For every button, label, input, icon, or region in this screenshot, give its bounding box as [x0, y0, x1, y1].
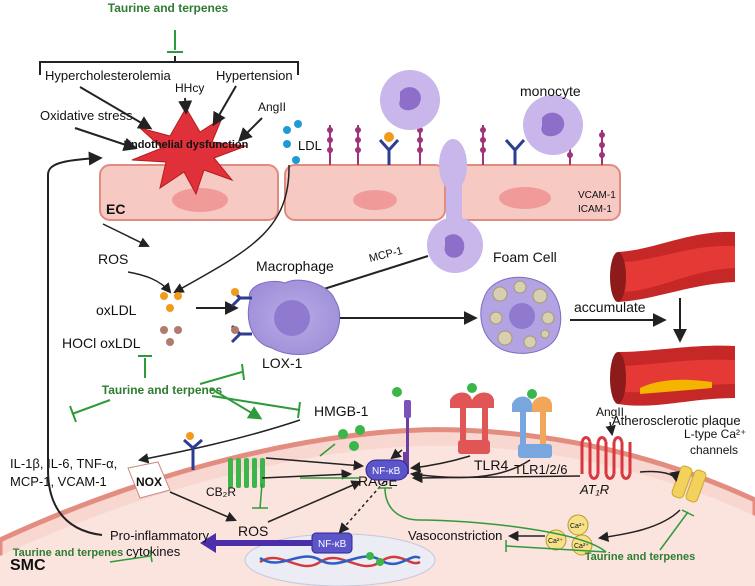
ec-label: EC: [106, 201, 125, 217]
ldl-label: LDL: [298, 138, 322, 153]
macrophage-cell: [247, 279, 341, 355]
ltype-label-2: channels: [690, 443, 738, 457]
oxidative-stress-label: Oxidative stress: [40, 108, 133, 123]
cytokines-list-1: IL-1β, IL-6, TNF-α,: [10, 456, 117, 471]
cytokines-list-2: MCP-1, VCAM-1: [10, 474, 107, 489]
ca-label-1: Ca²⁺: [570, 523, 585, 530]
endothelial-dysfunction-label: Endothelial dysfunction: [124, 139, 249, 151]
smc-label: SMC: [10, 557, 46, 574]
monocyte-cell: [380, 70, 440, 130]
inhibitor-bottom-left-1: Taurine and terpenes: [13, 547, 123, 559]
oxldl-label: oxLDL: [96, 302, 137, 318]
inhibitor-middle-label-1: Taurine and terpenes: [102, 383, 223, 397]
hypertension-label: Hypertension: [216, 68, 293, 83]
tlr4-receptor: [450, 392, 494, 454]
tlr126-label: TLR1/2/6: [514, 462, 567, 477]
at1r-receptor: [580, 436, 632, 480]
inhibitor-bottom-right-1: Taurine and terpenes: [585, 551, 695, 563]
nox-label: NOX: [136, 475, 162, 489]
endothelial-receptors: [378, 138, 526, 165]
hypercholesterolemia-label: Hypercholesterolemia: [45, 68, 171, 83]
tlr126-receptor: [512, 396, 552, 458]
angII-smc-label: AngII: [596, 405, 624, 419]
cb2r-label: CB₂R: [206, 485, 236, 499]
monocyte-label: monocyte: [520, 83, 581, 99]
ca-label-2: Ca²⁺: [548, 538, 563, 545]
lox1-smc-receptor: [183, 438, 203, 470]
healthy-artery-icon: [610, 231, 735, 302]
nox-box: [127, 461, 171, 499]
rage-receptor: [403, 400, 411, 474]
hmgb1-label: HMGB-1: [314, 403, 369, 419]
hocl-oxldl-label: HOCl oxLDL: [62, 335, 141, 351]
nfkb-cytoplasm: [365, 459, 409, 481]
ltype-label-1: L-type Ca²⁺: [684, 427, 746, 441]
ldl-particles: [283, 120, 302, 164]
transmigrating-monocyte: [427, 139, 483, 273]
hmgb1-particles: [338, 425, 365, 451]
monocyte-cell-2: [523, 95, 583, 155]
cb2r-receptor: [228, 458, 265, 488]
ca-label-3: Ca²⁺: [574, 543, 589, 550]
vasoconstriction-label: Vasoconstriction: [408, 528, 502, 543]
accumulate-label: accumulate: [574, 299, 646, 315]
inhibitor-top-label: Taurine and terpenes: [108, 1, 229, 15]
nfkb-label: NF-κB: [372, 466, 401, 477]
ltype-channel: [671, 465, 707, 503]
pro-inflammatory-label-1: Pro-inflammatory: [110, 528, 209, 543]
mcp1-label: MCP-1: [368, 245, 404, 265]
at1r-label: AT₁R: [579, 482, 609, 497]
ros-label-smc: ROS: [238, 523, 268, 539]
ros-label-top: ROS: [98, 251, 128, 267]
vcam-label: VCAM-1: [578, 190, 616, 201]
foam-cell: [480, 276, 562, 354]
lox1-label: LOX-1: [262, 355, 303, 371]
oxldl-particles: [160, 292, 182, 312]
tlr4-label: TLR4: [474, 457, 508, 473]
macrophage-label: Macrophage: [256, 258, 334, 274]
hhcy-label: HHcy: [175, 81, 204, 95]
foam-cell-label: Foam Cell: [493, 249, 557, 265]
icam-label: ICAM-1: [578, 204, 612, 215]
endothelial-dysfunction-burst: [131, 107, 247, 196]
endothelial-layer: [99, 164, 621, 221]
atherosclerotic-artery-icon: [610, 345, 735, 406]
angII-top-label: AngII: [258, 100, 286, 114]
nfkb-nucleus-label: NF-κB: [318, 539, 347, 550]
hocl-oxldl-particles: [160, 326, 182, 346]
pro-inflammatory-label-2: cytokines: [126, 544, 181, 559]
plaque-label: Atherosclerotic plaque: [612, 413, 741, 428]
